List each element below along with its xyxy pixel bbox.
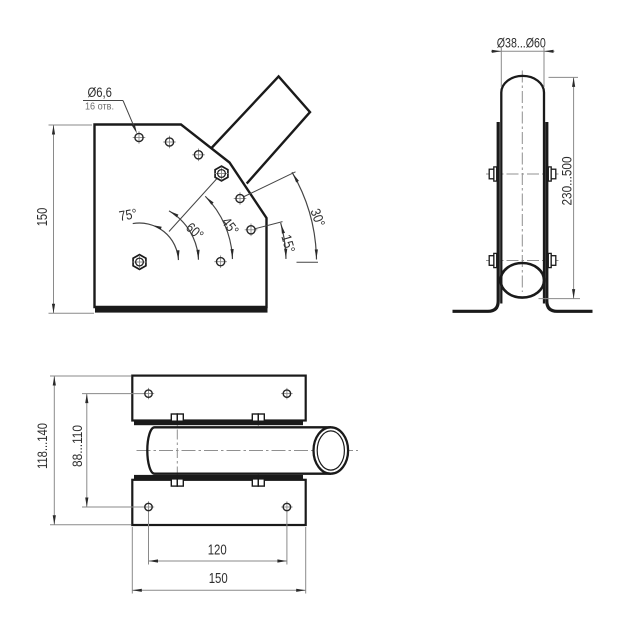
side-clamp-plate-left	[452, 122, 500, 313]
front-hole-diameter-label: Ø6,6	[87, 85, 112, 100]
top-clamp-bar-upper	[134, 420, 303, 426]
side-height-dimension	[538, 76, 580, 300]
top-pipe	[146, 426, 350, 475]
top-view	[50, 374, 358, 594]
dimension-labels: 150 Ø6,6 16 отв. 75° 60° 45° 30° 15° Ø38…	[34, 34, 574, 587]
top-clamp-bar-lower	[134, 474, 303, 480]
side-diameter-label: Ø38...Ø60	[497, 34, 546, 50]
front-angle-75-label: 75°	[118, 205, 139, 224]
front-height-label: 150	[35, 208, 51, 227]
top-overall-width-dimension	[50, 375, 131, 526]
side-stub-ellipse	[499, 261, 546, 299]
side-view	[452, 47, 593, 313]
side-pole-pipe	[500, 74, 546, 304]
front-base-bar	[95, 306, 268, 313]
top-plate-upper	[131, 374, 307, 422]
front-angle-30-label: 30°	[307, 206, 328, 228]
top-bolt-spacing-label: 120	[208, 543, 227, 559]
side-clamp-plate-right	[545, 122, 593, 313]
top-plate-lower	[131, 478, 307, 527]
top-length-label: 150	[209, 571, 228, 587]
side-height-label: 230...500	[558, 156, 574, 205]
top-width-label: 118...140	[34, 423, 50, 469]
top-bolt-spacing-dimension	[148, 511, 288, 565]
top-hole-span-dimension	[82, 393, 144, 508]
top-plate-length-dimension	[131, 527, 307, 594]
front-hole-callout	[83, 100, 137, 134]
front-angle-dimensions	[132, 171, 318, 263]
front-angle-15-label: 15°	[278, 233, 298, 255]
front-pipe-stub	[210, 74, 312, 185]
front-view	[48, 74, 318, 314]
side-diameter-dimension	[491, 47, 555, 87]
front-hole-count-label: 16 отв.	[85, 102, 114, 113]
top-hole-span-label: 88...110	[69, 425, 85, 467]
front-height-dimension	[48, 124, 94, 314]
